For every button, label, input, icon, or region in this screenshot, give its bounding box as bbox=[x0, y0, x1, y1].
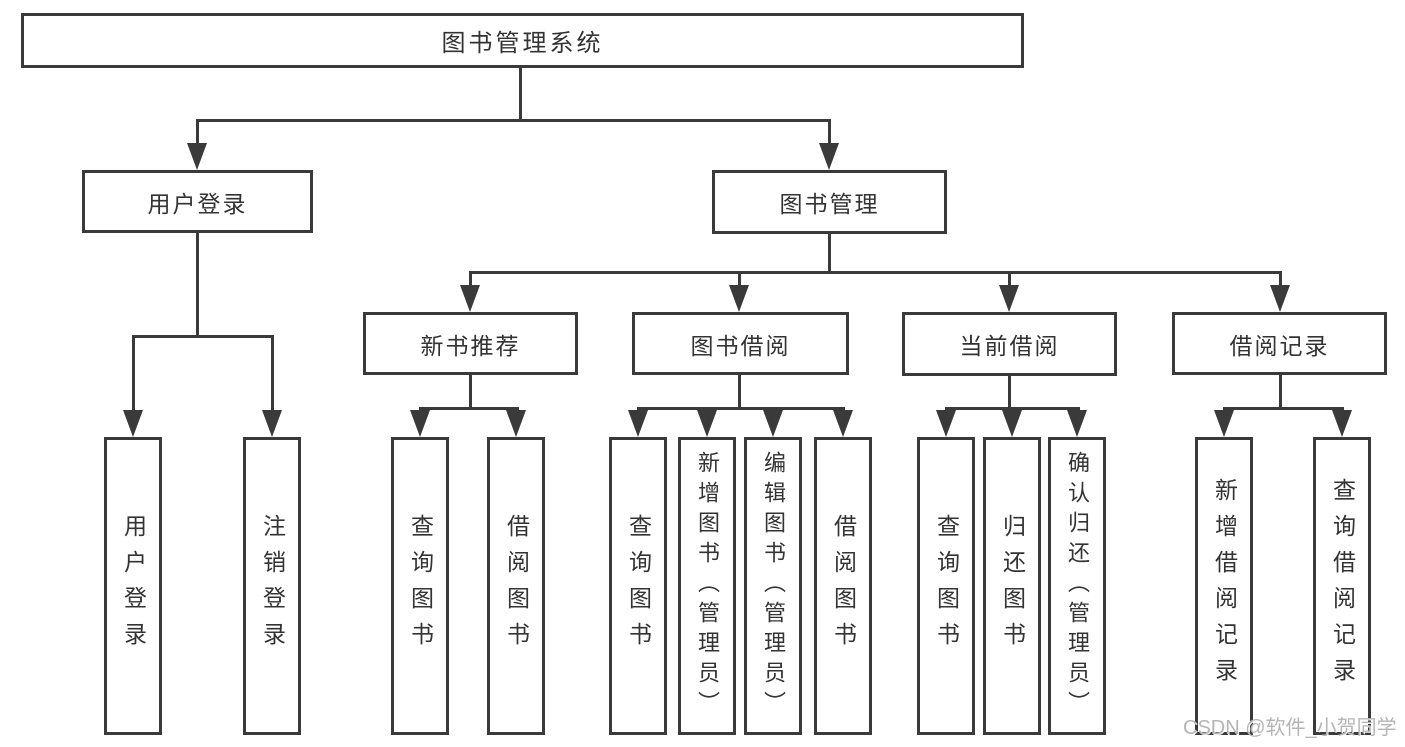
arrowhead-down-icon bbox=[187, 143, 207, 170]
leaf-label: 用户登录 bbox=[120, 514, 147, 658]
node-user-login: 用户登录 bbox=[82, 170, 313, 233]
arrowhead-down-icon bbox=[1067, 410, 1087, 437]
arrowhead-down-icon bbox=[936, 410, 956, 437]
arrowhead-down-icon bbox=[262, 410, 282, 437]
leaf-add-books-admin: 新增图书（管理员） bbox=[678, 437, 736, 735]
leaf-label: 新增借阅记录 bbox=[1211, 478, 1238, 694]
arrowhead-down-icon bbox=[763, 410, 783, 437]
connector-line bbox=[132, 335, 135, 412]
arrowhead-down-icon bbox=[1332, 410, 1352, 437]
leaf-label: 查询借阅记录 bbox=[1329, 478, 1356, 694]
leaf-borrow-books: 借阅图书 bbox=[487, 437, 545, 735]
leaf-query-borrow-record: 查询借阅记录 bbox=[1313, 437, 1371, 735]
arrowhead-down-icon bbox=[819, 143, 839, 170]
leaf-query-books: 查询图书 bbox=[917, 437, 975, 735]
connector-line bbox=[828, 234, 831, 273]
leaf-edit-books-admin: 编辑图书（管理员） bbox=[744, 437, 802, 735]
connector-line bbox=[469, 271, 472, 287]
connector-line bbox=[1008, 375, 1011, 409]
leaf-label: 借阅图书 bbox=[503, 514, 530, 658]
node-borrow-records: 借阅记录 bbox=[1172, 312, 1387, 375]
connector-line bbox=[637, 407, 845, 410]
connector-line bbox=[132, 335, 274, 338]
leaf-query-books: 查询图书 bbox=[391, 437, 449, 735]
connector-line bbox=[1008, 271, 1011, 287]
leaf-label: 新增图书（管理员） bbox=[695, 451, 720, 721]
leaf-label: 编辑图书（管理员） bbox=[761, 451, 786, 721]
connector-line bbox=[196, 119, 199, 146]
leaf-label: 查询图书 bbox=[933, 514, 960, 658]
leaf-user-login: 用户登录 bbox=[104, 437, 162, 735]
leaf-label: 注销登录 bbox=[259, 514, 286, 658]
leaf-return-books: 归还图书 bbox=[983, 437, 1041, 735]
leaf-label: 归还图书 bbox=[999, 514, 1026, 658]
node-new-book-recommend: 新书推荐 bbox=[363, 312, 578, 375]
node-book-borrow: 图书借阅 bbox=[632, 312, 849, 375]
leaf-add-borrow-record: 新增借阅记录 bbox=[1195, 437, 1253, 735]
node-current-borrow: 当前借阅 bbox=[902, 312, 1117, 376]
connector-line bbox=[196, 119, 831, 122]
leaf-label: 查询图书 bbox=[407, 514, 434, 658]
csdn-watermark: CSDN @软件_小贺同学 bbox=[1183, 717, 1397, 739]
connector-line bbox=[1223, 407, 1344, 410]
arrowhead-down-icon bbox=[410, 410, 430, 437]
connector-line bbox=[738, 271, 741, 287]
connector-line bbox=[196, 233, 199, 337]
connector-line bbox=[519, 68, 522, 121]
leaf-borrow-books: 借阅图书 bbox=[814, 437, 872, 735]
connector-line bbox=[1279, 271, 1282, 287]
arrowhead-down-icon bbox=[628, 410, 648, 437]
leaf-query-books: 查询图书 bbox=[609, 437, 667, 735]
connector-line bbox=[828, 119, 831, 146]
arrowhead-down-icon bbox=[1270, 285, 1290, 312]
connector-line bbox=[469, 375, 472, 409]
arrowhead-down-icon bbox=[833, 410, 853, 437]
connector-line bbox=[1279, 375, 1282, 409]
connector-line bbox=[469, 271, 1282, 274]
arrowhead-down-icon bbox=[729, 285, 749, 312]
leaf-label: 借阅图书 bbox=[830, 514, 857, 658]
connector-line bbox=[419, 407, 519, 410]
arrowhead-down-icon bbox=[697, 410, 717, 437]
node-root-library-system: 图书管理系统 bbox=[21, 13, 1024, 68]
arrowhead-down-icon bbox=[1002, 410, 1022, 437]
arrowhead-down-icon bbox=[460, 285, 480, 312]
leaf-label: 确认归还（管理员） bbox=[1065, 451, 1090, 721]
connector-line bbox=[945, 407, 1080, 410]
arrowhead-down-icon bbox=[999, 285, 1019, 312]
connector-line bbox=[738, 375, 741, 409]
arrowhead-down-icon bbox=[123, 410, 143, 437]
arrowhead-down-icon bbox=[1214, 410, 1234, 437]
arrowhead-down-icon bbox=[506, 410, 526, 437]
leaf-logout: 注销登录 bbox=[243, 437, 301, 735]
connector-line bbox=[271, 335, 274, 412]
leaf-label: 查询图书 bbox=[625, 514, 652, 658]
node-book-management: 图书管理 bbox=[712, 170, 947, 234]
leaf-confirm-return-admin: 确认归还（管理员） bbox=[1048, 437, 1106, 735]
